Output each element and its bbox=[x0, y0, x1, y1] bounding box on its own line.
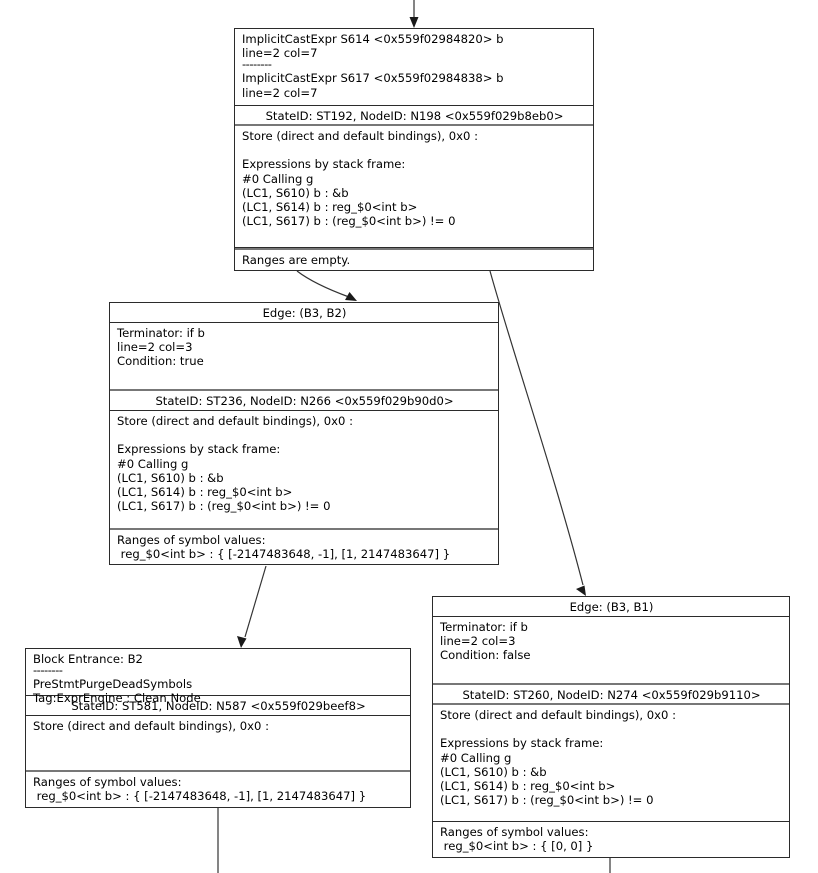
node4-title-text: Edge: (B3, B1) bbox=[569, 600, 654, 614]
node4-expression-1: (LC1, S610) b : &b bbox=[440, 764, 547, 779]
node2-store-line: Store (direct and default bindings), 0x0… bbox=[117, 414, 354, 428]
edge-node1-to-edge-b3-b2 bbox=[296, 270, 357, 301]
node2-state-id: StateID: ST236, NodeID: N266 <0x559f029b… bbox=[110, 391, 498, 411]
node3-ranges-value-0: reg_$0<int b> : { [-2147483648, -1], [1,… bbox=[33, 789, 367, 804]
node2-terminator-line-2: Condition: true bbox=[117, 354, 204, 369]
node2-expression-1: (LC1, S610) b : &b bbox=[117, 470, 224, 485]
node2-expressions-title: Expressions by stack frame: bbox=[117, 442, 281, 457]
node-edge-b3-b2[interactable]: Edge: (B3, B2) Terminator: if b line=2 c… bbox=[109, 302, 499, 565]
node1-expression-2: (LC1, S614) b : reg_$0<int b> bbox=[242, 200, 418, 214]
node2-store-blank bbox=[117, 428, 492, 442]
node3-header: Block Entrance: B2 -------- PreStmtPurge… bbox=[26, 649, 410, 705]
node3-ranges: Ranges of symbol values: reg_$0<int b> :… bbox=[26, 772, 410, 808]
node3-store: Store (direct and default bindings), 0x0… bbox=[26, 716, 410, 772]
node1-expression-1: (LC1, S610) b : &b bbox=[242, 185, 349, 200]
node1-header-line-0: ImplicitCastExpr S614 <0x559f02984820> b bbox=[242, 32, 504, 46]
node2-title: Edge: (B3, B2) bbox=[110, 303, 498, 323]
node3-state-id-text: StateID: ST581, NodeID: N587 <0x559f029b… bbox=[71, 699, 366, 713]
node4-store-line: Store (direct and default bindings), 0x0… bbox=[440, 708, 677, 722]
node1-separator-dashes: -------- bbox=[242, 57, 272, 72]
node2-store: Store (direct and default bindings), 0x0… bbox=[110, 411, 498, 530]
node-edge-b3-b1[interactable]: Edge: (B3, B1) Terminator: if b line=2 c… bbox=[432, 596, 790, 858]
node3-store-line: Store (direct and default bindings), 0x0… bbox=[33, 719, 270, 733]
node4-ranges: Ranges of symbol values: reg_$0<int b> :… bbox=[433, 822, 789, 858]
node1-store: Store (direct and default bindings), 0x0… bbox=[235, 126, 593, 248]
node1-ranges: Ranges are empty. bbox=[235, 248, 593, 272]
node3-header2-line-1: Tag:ExprEngine : Clean Node bbox=[33, 691, 201, 706]
edge-incoming-top bbox=[409, 0, 419, 28]
node-block-entrance-b2[interactable]: Block Entrance: B2 -------- PreStmtPurge… bbox=[25, 648, 411, 808]
node2-expression-3: (LC1, S617) b : (reg_$0<int b>) != 0 bbox=[117, 499, 331, 514]
node1-header: ImplicitCastExpr S614 <0x559f02984820> b… bbox=[235, 29, 593, 106]
node3-separator-dashes: -------- bbox=[33, 663, 63, 678]
node4-state-id: StateID: ST260, NodeID: N274 <0x559f029b… bbox=[433, 685, 789, 705]
node-implicitcastexpr-s614[interactable]: ImplicitCastExpr S614 <0x559f02984820> b… bbox=[234, 28, 594, 271]
node2-expression-2: (LC1, S614) b : reg_$0<int b> bbox=[117, 485, 293, 499]
node1-state-id-text: StateID: ST192, NodeID: N198 <0x559f029b… bbox=[265, 109, 564, 123]
edge-edge-b3-b2-to-block-entrance bbox=[237, 565, 267, 648]
node2-terminator-line-0: Terminator: if b bbox=[117, 326, 205, 340]
node1-store-blank bbox=[242, 143, 587, 157]
node4-terminator: Terminator: if b line=2 col=3 Condition:… bbox=[433, 617, 789, 685]
node4-terminator-line-1: line=2 col=3 bbox=[440, 634, 516, 649]
node2-ranges: Ranges of symbol values: reg_$0<int b> :… bbox=[110, 530, 498, 566]
node2-expression-0: #0 Calling g bbox=[117, 456, 189, 471]
node1-header-line-1: line=2 col=7 bbox=[242, 46, 318, 61]
node3-header-line-0: Block Entrance: B2 bbox=[33, 652, 143, 666]
node4-store: Store (direct and default bindings), 0x0… bbox=[433, 705, 789, 822]
node4-title: Edge: (B3, B1) bbox=[433, 597, 789, 617]
node1-ranges-title: Ranges are empty. bbox=[242, 253, 351, 267]
node3-header2-line-0: PreStmtPurgeDeadSymbols bbox=[33, 677, 193, 692]
node2-terminator: Terminator: if b line=2 col=3 Condition:… bbox=[110, 323, 498, 391]
node2-title-text: Edge: (B3, B2) bbox=[262, 306, 347, 320]
node4-expression-3: (LC1, S617) b : (reg_$0<int b>) != 0 bbox=[440, 793, 654, 808]
node2-terminator-line-1: line=2 col=3 bbox=[117, 340, 193, 355]
node1-store-line: Store (direct and default bindings), 0x0… bbox=[242, 129, 479, 143]
node4-expression-0: #0 Calling g bbox=[440, 750, 512, 765]
node3-ranges-title: Ranges of symbol values: bbox=[33, 775, 182, 789]
node4-ranges-title: Ranges of symbol values: bbox=[440, 825, 589, 839]
node1-state-id: StateID: ST192, NodeID: N198 <0x559f029b… bbox=[235, 106, 593, 126]
edge-node1-to-edge-b3-b1 bbox=[489, 270, 586, 596]
node4-state-id-text: StateID: ST260, NodeID: N274 <0x559f029b… bbox=[462, 688, 761, 702]
node4-ranges-value-0: reg_$0<int b> : { [0, 0] } bbox=[440, 839, 594, 854]
node3-state-id: StateID: ST581, NodeID: N587 <0x559f029b… bbox=[26, 696, 410, 716]
node4-store-blank bbox=[440, 722, 783, 736]
node1-expressions-title: Expressions by stack frame: bbox=[242, 157, 406, 172]
node1-header2-line-1: line=2 col=7 bbox=[242, 85, 318, 100]
node4-terminator-line-2: Condition: false bbox=[440, 648, 531, 663]
node2-ranges-value-0: reg_$0<int b> : { [-2147483648, -1], [1,… bbox=[117, 547, 451, 562]
node1-expression-3: (LC1, S617) b : (reg_$0<int b>) != 0 bbox=[242, 214, 456, 229]
node4-terminator-line-0: Terminator: if b bbox=[440, 620, 528, 634]
node2-ranges-title: Ranges of symbol values: bbox=[117, 533, 266, 547]
node4-expression-2: (LC1, S614) b : reg_$0<int b> bbox=[440, 779, 616, 793]
node1-header2-line-0: ImplicitCastExpr S617 <0x559f02984838> b bbox=[242, 71, 504, 86]
node4-expressions-title: Expressions by stack frame: bbox=[440, 736, 604, 751]
node2-state-id-text: StateID: ST236, NodeID: N266 <0x559f029b… bbox=[155, 394, 454, 408]
node1-expression-0: #0 Calling g bbox=[242, 171, 314, 186]
